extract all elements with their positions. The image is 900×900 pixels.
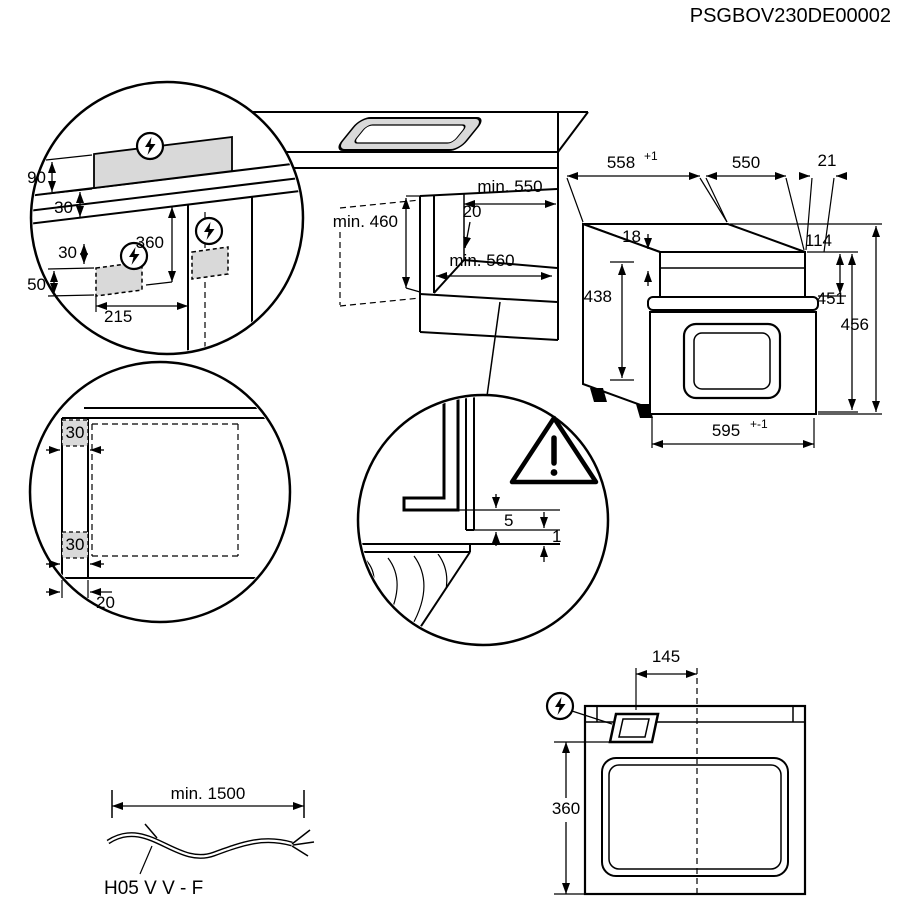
dim-1: 1 (552, 527, 561, 546)
cable-drawing: min. 1500 H05 V V - F (104, 784, 315, 899)
niche-dimensions: min. 550 20 min. 460 min. 560 (333, 177, 556, 397)
dim-215: 215 (104, 307, 132, 326)
gap-detail-callout: 5 1 (356, 393, 610, 647)
dim-50: 50 (27, 275, 46, 294)
callout-circle (28, 360, 292, 624)
dim-back-gap: 20 (463, 202, 482, 221)
outlet-zone-wall (93, 135, 233, 190)
callout-circle (356, 393, 610, 647)
back-emboss (601, 757, 789, 877)
oven-handle (647, 296, 819, 311)
dim-456: 456 (841, 315, 869, 334)
front-detail-dimensions: 30 30 20 (46, 423, 115, 612)
doc-code: PSGBOV230DE00002 (690, 5, 891, 27)
lightning-icon (545, 691, 575, 721)
dim-360-back: 360 (552, 799, 580, 818)
dim-cable-length: min. 1500 (171, 784, 246, 803)
terminal-box-inner (618, 718, 650, 738)
oven-drawing: 558 +1 550 21 18 114 438 451 (566, 149, 882, 448)
dim-438: 438 (584, 287, 612, 306)
kitchen-drawing: min. 550 20 min. 460 min. 560 (178, 111, 589, 397)
lightning-icon (135, 131, 165, 161)
hob-cutout (338, 117, 482, 151)
warning-icon (509, 415, 599, 485)
callout-circle (29, 80, 305, 356)
electrical-detail-callout: 90 30 360 30 50 215 (27, 80, 305, 356)
dim-30-front-top: 30 (66, 423, 85, 442)
dim-145: 145 (652, 647, 680, 666)
dim-width-595: 595 (712, 421, 740, 440)
oven-foot (590, 388, 607, 402)
dim-21: 21 (818, 151, 837, 170)
back-emboss-inner (608, 764, 782, 870)
oven-foot (636, 404, 653, 418)
gap-dimensions: 5 1 (492, 494, 561, 562)
vent-zone-top (61, 419, 89, 447)
vent-zone-bottom (61, 531, 89, 559)
dim-min-width: min. 560 (449, 251, 514, 270)
dim-5: 5 (504, 511, 513, 530)
cable-type-label: H05 V V - F (104, 878, 203, 899)
dim-width-558: 558 (607, 153, 635, 172)
terminal-box (608, 712, 660, 744)
dim-min-height: min. 460 (333, 212, 398, 231)
cabinet-panel-section (402, 397, 460, 512)
back-view-dimensions: 145 360 (552, 647, 697, 895)
back-view: 145 360 (545, 647, 807, 898)
dim-451: 451 (817, 289, 845, 308)
dim-30-top: 30 (54, 198, 73, 217)
dim-360: 360 (136, 233, 164, 252)
lightning-icon (194, 216, 224, 246)
niche-opening (339, 188, 559, 341)
outlet-zone-cabinet-side (191, 246, 229, 280)
oven-window-inner (693, 332, 771, 390)
dim-width-595-tol: +-1 (750, 417, 768, 431)
front-detail-callout: 30 30 20 (28, 360, 292, 624)
cable (106, 832, 293, 859)
oven-dimensions: 558 +1 550 21 18 114 438 451 (566, 149, 882, 448)
dim-30-front-bottom: 30 (66, 535, 85, 554)
dim-114: 114 (805, 231, 832, 250)
electrical-detail-dimensions: 90 30 360 30 50 215 (27, 154, 188, 326)
dim-18: 18 (622, 227, 641, 246)
dim-depth-550: 550 (732, 153, 760, 172)
dim-30-box: 30 (58, 243, 77, 262)
dim-width-558-tol: +1 (644, 149, 658, 163)
dim-min-depth: min. 550 (477, 177, 542, 196)
